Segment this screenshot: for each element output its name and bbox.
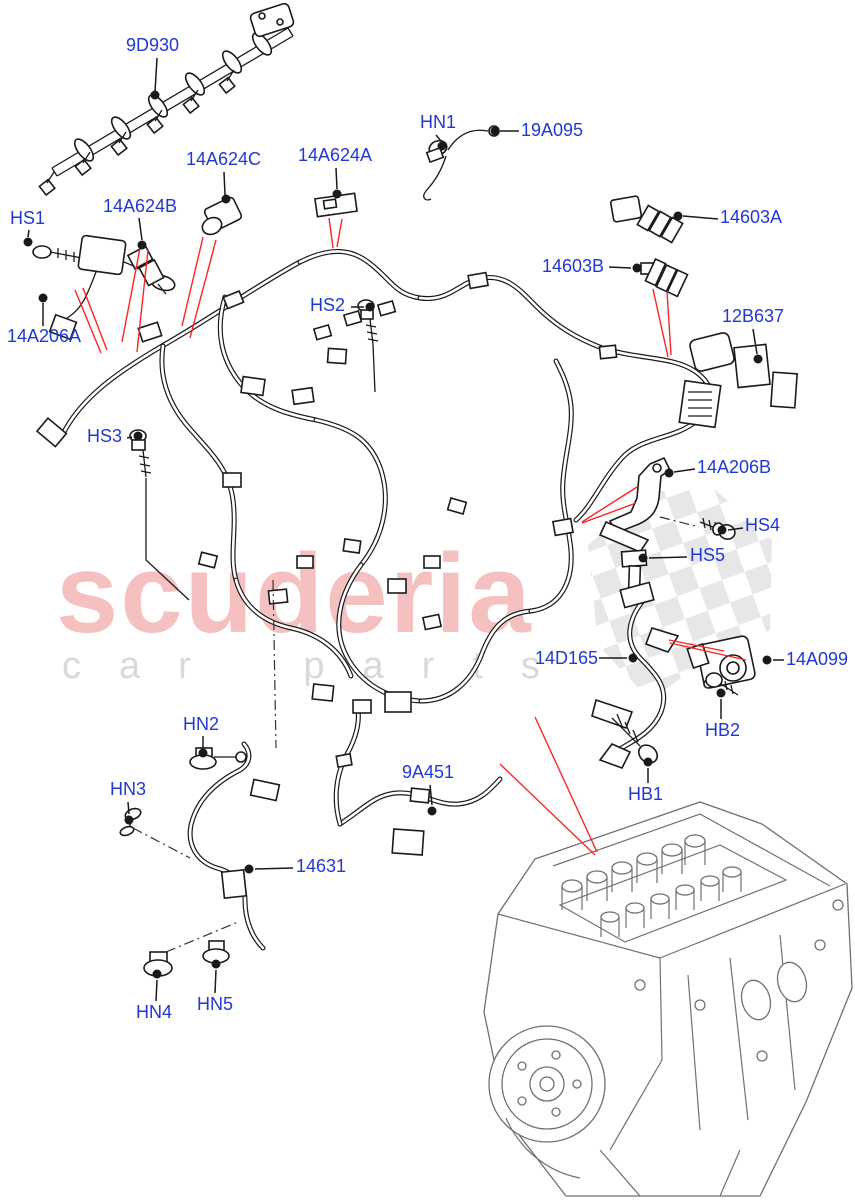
part-label-HN5[interactable]: HN5 bbox=[197, 994, 234, 1014]
part-label-HS3[interactable]: HS3 bbox=[87, 426, 123, 446]
part-label-HN1[interactable]: HN1 bbox=[420, 112, 457, 132]
part-label-14A624B[interactable]: 14A624B bbox=[103, 196, 178, 216]
part-label-HS5[interactable]: HS5 bbox=[690, 545, 726, 565]
part-9D930-drawing bbox=[38, 2, 295, 197]
part-label-14603B[interactable]: 14603B bbox=[542, 256, 605, 276]
part-label-14A206B[interactable]: 14A206B bbox=[697, 457, 772, 477]
part-HS2-bolt-drawing bbox=[357, 299, 379, 393]
part-label-14A206A[interactable]: 14A206A bbox=[7, 326, 82, 346]
part-HB1-bolt-drawing bbox=[611, 713, 659, 764]
part-HB2-bolt-drawing bbox=[705, 672, 739, 696]
part-19A095-drawing bbox=[423, 125, 500, 201]
part-label-HS1[interactable]: HS1 bbox=[10, 208, 46, 228]
engine-illustration bbox=[483, 801, 853, 1197]
part-14A624C-drawing bbox=[201, 196, 243, 236]
part-label-HS2[interactable]: HS2 bbox=[310, 295, 346, 315]
watermark-tagline-text: car parts bbox=[62, 645, 578, 687]
part-14A624A-drawing bbox=[314, 192, 358, 218]
part-14603A-drawing bbox=[609, 195, 684, 244]
watermark: scuderia car parts bbox=[56, 531, 578, 687]
part-label-19A095[interactable]: 19A095 bbox=[521, 120, 584, 140]
label-leader-lines bbox=[23, 57, 784, 1002]
part-label-14A624C[interactable]: 14A624C bbox=[186, 149, 262, 169]
part-label-9D930[interactable]: 9D930 bbox=[126, 35, 180, 55]
part-HN2-nut-drawing bbox=[189, 747, 247, 770]
part-label-HS4[interactable]: HS4 bbox=[745, 515, 781, 535]
part-label-12B637[interactable]: 12B637 bbox=[722, 306, 785, 326]
part-14D165-drawing bbox=[591, 581, 680, 769]
part-label-14A624A[interactable]: 14A624A bbox=[298, 145, 373, 165]
wiring-harness-drawing bbox=[35, 248, 799, 951]
part-label-9A451[interactable]: 9A451 bbox=[402, 762, 455, 782]
construction-lines bbox=[132, 516, 700, 953]
part-14A624B-drawing bbox=[126, 245, 167, 295]
part-label-HN3[interactable]: HN3 bbox=[110, 779, 147, 799]
part-label-HN4[interactable]: HN4 bbox=[136, 1002, 173, 1022]
part-14603B-drawing bbox=[640, 257, 689, 298]
part-label-HB1[interactable]: HB1 bbox=[628, 784, 664, 804]
part-label-14631[interactable]: 14631 bbox=[296, 856, 347, 876]
red-callout-lines bbox=[74, 217, 747, 856]
part-label-HN2[interactable]: HN2 bbox=[183, 714, 220, 734]
part-label-14D165[interactable]: 14D165 bbox=[535, 648, 599, 668]
part-label-14A099[interactable]: 14A099 bbox=[786, 649, 849, 669]
part-label-HB2[interactable]: HB2 bbox=[705, 720, 741, 740]
part-label-14603A[interactable]: 14603A bbox=[720, 207, 783, 227]
part-HS5-sensor-drawing bbox=[620, 549, 648, 592]
watermark-brand-text: scuderia bbox=[56, 531, 533, 656]
